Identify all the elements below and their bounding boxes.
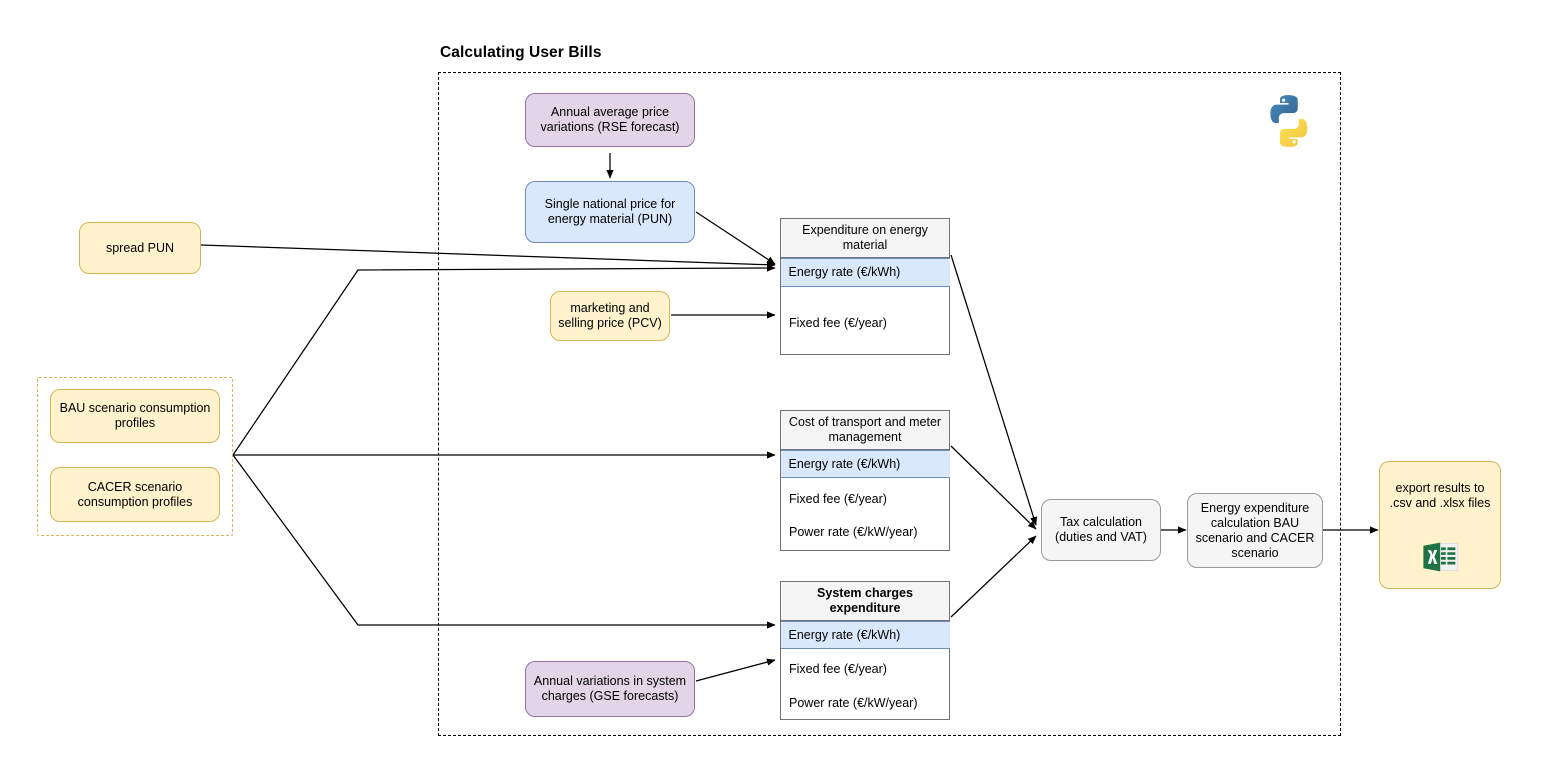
row-label: Fixed fee (€/year) [789, 315, 887, 330]
table-row[interactable]: Power rate (€/kW/year) [781, 518, 949, 546]
node-cacer-profiles[interactable]: CACER scenario consumption profiles [50, 467, 220, 522]
node-rse-forecast[interactable]: Annual average price variations (RSE for… [525, 93, 695, 147]
node-bau-profiles[interactable]: BAU scenario consumption profiles [50, 389, 220, 443]
calculation-boundary [438, 72, 1341, 736]
table-transport-meter-management: Cost of transport and meter management E… [780, 410, 950, 551]
table-header: System charges expenditure [781, 582, 949, 621]
table-row[interactable]: Fixed fee (€/year) [781, 655, 949, 683]
row-label: Energy rate (€/kWh) [788, 627, 901, 642]
node-energy-expenditure-calculation[interactable]: Energy expenditure calculation BAU scena… [1187, 493, 1323, 568]
page-title: Calculating User Bills [440, 44, 602, 61]
table-row[interactable]: Power rate (€/kW/year) [781, 689, 949, 717]
consumption-profiles-group [37, 377, 233, 536]
node-pun[interactable]: Single national price for energy materia… [525, 181, 695, 243]
row-label: Fixed fee (€/year) [789, 491, 887, 506]
table-row[interactable]: Fixed fee (€/year) [781, 306, 949, 340]
row-label: Power rate (€/kW/year) [789, 524, 918, 539]
table-system-charges-expenditure: System charges expenditure Energy rate (… [780, 581, 950, 720]
export-label: export results to .csv and .xlsx files [1389, 481, 1491, 510]
python-icon [1258, 90, 1320, 152]
table-expenditure-energy-material: Expenditure on energy material Energy ra… [780, 218, 950, 355]
table-row[interactable]: Energy rate (€/kWh) [780, 258, 950, 287]
table-row[interactable]: Energy rate (€/kWh) [780, 450, 950, 478]
node-spread-pun[interactable]: spread PUN [79, 222, 201, 274]
row-label: Energy rate (€/kWh) [788, 265, 901, 279]
table-row[interactable]: Fixed fee (€/year) [781, 485, 949, 513]
row-label: Energy rate (€/kWh) [788, 456, 901, 471]
node-gse-forecast[interactable]: Annual variations in system charges (GSE… [525, 661, 695, 717]
row-label: Fixed fee (€/year) [789, 661, 887, 676]
excel-icon [1421, 541, 1461, 573]
table-header: Expenditure on energy material [781, 219, 949, 258]
node-tax-calculation[interactable]: Tax calculation (duties and VAT) [1041, 499, 1161, 561]
row-label: Power rate (€/kW/year) [789, 695, 918, 710]
node-pcv[interactable]: marketing and selling price (PCV) [550, 291, 670, 341]
table-row[interactable]: Energy rate (€/kWh) [780, 621, 950, 649]
table-header: Cost of transport and meter management [781, 411, 949, 450]
